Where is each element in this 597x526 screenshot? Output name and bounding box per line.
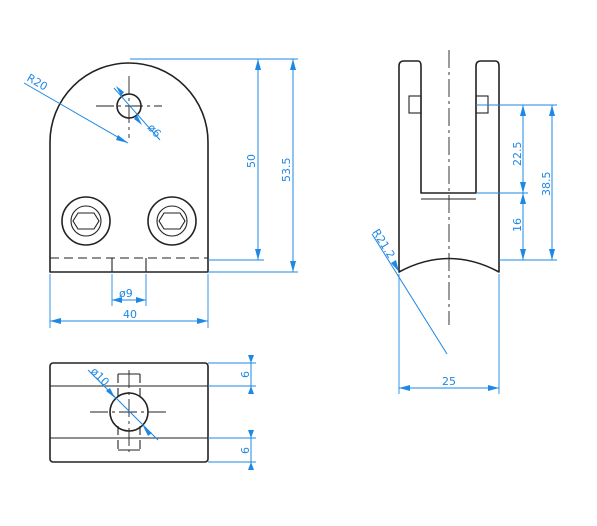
dim-38-5-label: 38.5 — [540, 172, 553, 197]
side-view-dimensions: 22.5 16 38.5 R21.2 25 — [369, 104, 557, 394]
dim-53-5-label: 53.5 — [280, 158, 293, 183]
dim-d6-label: ø6 — [145, 121, 164, 140]
bolt-head-left — [61, 196, 111, 246]
dim-r21-2-label: R21.2 — [369, 227, 397, 261]
front-view — [49, 62, 209, 273]
dim-16-label: 16 — [511, 218, 524, 232]
top-view-outline — [49, 362, 209, 463]
dim-d9-label: ø9 — [119, 287, 133, 300]
top-view — [49, 362, 209, 463]
front-view-outline — [49, 62, 209, 273]
dim-22-5-label: 22.5 — [511, 142, 524, 167]
side-view-outline — [398, 60, 500, 273]
front-view-dimensions: R20 ø6 50 53.5 ø9 40 — [23, 58, 298, 328]
side-view — [398, 50, 500, 325]
dim-40-label: 40 — [123, 308, 137, 321]
dim-6-bottom-label: 6 — [239, 447, 252, 454]
top-view-dimensions: ø10 6 6 — [87, 355, 256, 470]
dim-50-label: 50 — [245, 154, 258, 168]
dim-6-top-label: 6 — [239, 371, 252, 378]
dim-d10-label: ø10 — [88, 365, 112, 389]
bolt-head-right — [147, 196, 197, 246]
dim-25-label: 25 — [442, 375, 456, 388]
